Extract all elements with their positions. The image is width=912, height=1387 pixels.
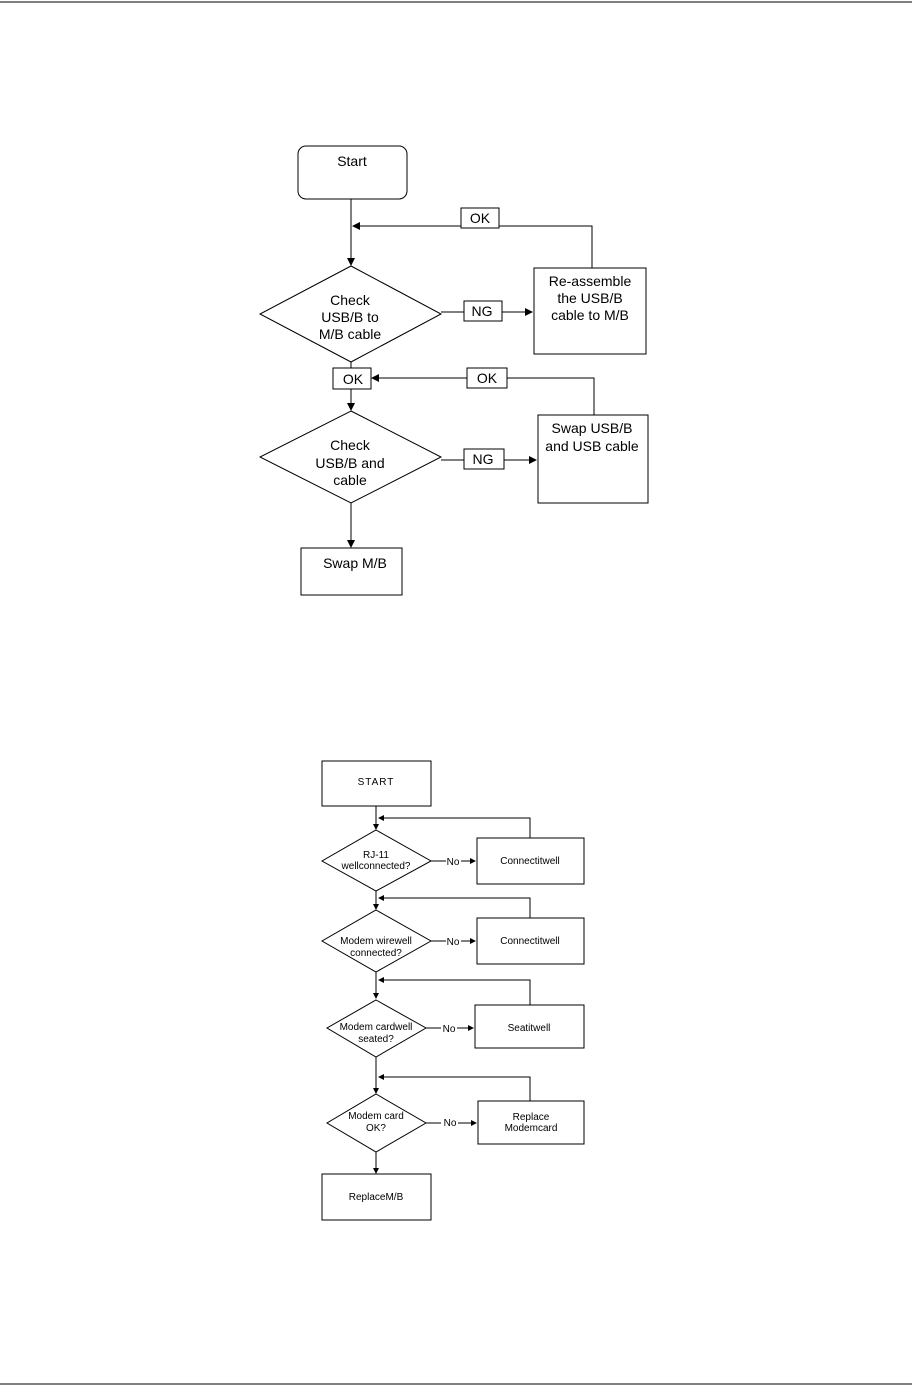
- ok-label: OK: [477, 370, 498, 386]
- ok-label: OK: [470, 210, 491, 226]
- loop-connector-1: [378, 815, 531, 838]
- start-label: Start: [337, 153, 367, 169]
- no-label: No: [444, 1118, 457, 1129]
- action1-line1: Re-assemble: [549, 273, 632, 289]
- q4-line2: OK?: [366, 1123, 386, 1134]
- a4-line1: Replace: [513, 1112, 550, 1123]
- loop-connector-2: [378, 895, 531, 918]
- check1-line1: Check: [330, 292, 371, 308]
- a3-label: Seatitwell: [508, 1023, 551, 1034]
- end-label: Swap M/B: [323, 555, 387, 571]
- no-label: No: [443, 1024, 456, 1035]
- ng-label: NG: [473, 451, 494, 467]
- ok-label-box-3: [466, 367, 508, 389]
- a2-label: Connectitwell: [500, 936, 559, 947]
- q1-line1: RJ-11: [363, 850, 389, 861]
- end-swap-mb: [300, 547, 403, 596]
- ng-label-box-2: [463, 448, 505, 470]
- q2-line2: connected?: [350, 948, 402, 959]
- action2-line1: Swap USB/B: [552, 420, 633, 436]
- loop-connector-3: [378, 977, 531, 1005]
- action-connect-2: [476, 917, 585, 965]
- loop-connector-1: [352, 222, 593, 268]
- start-label: START: [358, 777, 395, 788]
- action-swap-usb: [537, 414, 649, 504]
- start-node: [297, 145, 408, 200]
- start-node: [321, 760, 432, 807]
- ng-label-box-1: [463, 300, 503, 322]
- loop-connector-2: [371, 374, 595, 415]
- check2-line1: Check: [330, 437, 371, 453]
- q2-line1: Modem wirewell: [340, 936, 412, 947]
- ok-label-box-1: [460, 207, 500, 229]
- action-replace-card: [477, 1100, 585, 1145]
- no-label: No: [447, 937, 460, 948]
- check1-line2: USB/B to: [321, 309, 379, 325]
- action1-line3: cable to M/B: [551, 307, 629, 323]
- q4-line1: Modem card: [348, 1111, 404, 1122]
- loop-connector-4: [378, 1074, 531, 1101]
- flowchart-usb: [258, 145, 649, 596]
- ng-label: NG: [472, 303, 493, 319]
- a4-line2: Modemcard: [505, 1123, 558, 1134]
- action1-line2: the USB/B: [557, 290, 622, 306]
- a1-label: Connectitwell: [500, 856, 559, 867]
- action-connect-1: [476, 837, 585, 885]
- q3-line1: Modem cardwell: [340, 1022, 413, 1033]
- ok-label: OK: [343, 371, 364, 387]
- no-label: No: [447, 857, 460, 868]
- flowchart-modem: [320, 760, 585, 1221]
- check2-line3: cable: [333, 472, 367, 488]
- check1-line3: M/B cable: [319, 326, 381, 342]
- action-reassemble: [533, 267, 647, 355]
- action2-line2: and USB cable: [545, 438, 639, 454]
- q1-line2: wellconnected?: [341, 861, 411, 872]
- action-seat: [474, 1004, 585, 1049]
- end-label: ReplaceM/B: [349, 1192, 404, 1203]
- check2-line2: USB/B and: [315, 455, 384, 471]
- end-replace-mb: [321, 1173, 432, 1221]
- q3-line2: seated?: [358, 1034, 394, 1045]
